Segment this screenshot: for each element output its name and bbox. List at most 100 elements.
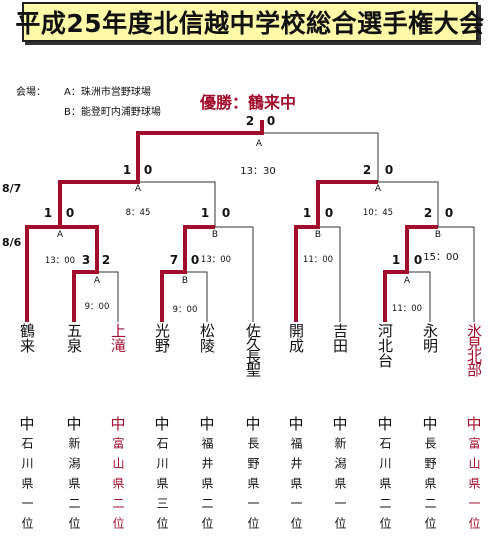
win-path-tsurugi bbox=[25, 120, 264, 322]
team-rank: 一位 bbox=[20, 497, 34, 537]
team-0: 鶴来 中 石川県 一位 bbox=[16, 323, 38, 537]
team-rank: 二位 bbox=[423, 497, 437, 537]
time-qf2: 13：00 bbox=[200, 255, 232, 265]
team-suffix: 中 bbox=[245, 415, 261, 433]
team-name: 佐久長聖 bbox=[244, 323, 262, 375]
team-name: 河北台 bbox=[376, 323, 394, 368]
team-name: 松陵 bbox=[198, 323, 216, 353]
score-r1a-right: 2 bbox=[101, 253, 111, 267]
ground-qf3: B bbox=[314, 230, 322, 240]
score-qf4-left: 2 bbox=[423, 206, 433, 220]
score-qf4-right: 0 bbox=[444, 206, 454, 220]
team-name: 開成 bbox=[287, 323, 305, 353]
line-qf4-right bbox=[438, 226, 475, 322]
win-path-kahokudai bbox=[383, 225, 438, 322]
team-suffix: 中 bbox=[288, 415, 304, 433]
time-sf-left: 8：45 bbox=[125, 208, 151, 218]
score-sf-right-left: 2 bbox=[362, 163, 372, 177]
win-path-kaisei bbox=[294, 180, 378, 322]
team-2: 上滝 中 富山県 二位 bbox=[107, 323, 129, 537]
score-r1b-right: 0 bbox=[190, 253, 200, 267]
team-10: 氷見北部 中 富山県 一位 bbox=[463, 323, 485, 537]
line-r1c-right bbox=[407, 271, 431, 322]
time-r1a: 9：00 bbox=[84, 302, 110, 312]
line-r1b-right bbox=[185, 271, 208, 322]
team-name: 永明 bbox=[421, 323, 439, 353]
team-name: 吉田 bbox=[331, 323, 349, 353]
team-rank: 二位 bbox=[200, 497, 214, 537]
ground-r1c: A bbox=[403, 276, 411, 286]
score-r1c-left: 1 bbox=[391, 253, 401, 267]
team-pref: 福井県 bbox=[200, 437, 214, 497]
team-pref: 長野県 bbox=[423, 437, 437, 497]
team-suffix: 中 bbox=[422, 415, 438, 433]
line-r1a-right bbox=[97, 271, 119, 322]
line-sf-left-right bbox=[138, 181, 216, 227]
team-pref: 富山県 bbox=[111, 437, 125, 497]
date-aug6: 8/6 bbox=[2, 236, 22, 249]
team-rank: 二位 bbox=[378, 497, 392, 537]
team-suffix: 中 bbox=[377, 415, 393, 433]
line-qf3-right bbox=[318, 226, 341, 322]
date-aug7: 8/7 bbox=[2, 182, 22, 195]
score-final-right: 0 bbox=[266, 114, 276, 128]
team-rank: 三位 bbox=[155, 497, 169, 537]
score-qf3-right: 0 bbox=[324, 206, 334, 220]
bracket-lines bbox=[25, 120, 475, 322]
team-name: 鶴来 bbox=[18, 323, 36, 353]
team-rank: 一位 bbox=[246, 497, 260, 537]
time-r1b: 9：00 bbox=[172, 305, 198, 315]
team-rank: 二位 bbox=[67, 497, 81, 537]
score-sf-left-right: 0 bbox=[143, 163, 153, 177]
score-qf1-right: 0 bbox=[65, 206, 75, 220]
team-4: 松陵 中 福井県 二位 bbox=[196, 323, 218, 537]
score-sf-left-left: 1 bbox=[122, 163, 132, 177]
score-qf2-right: 0 bbox=[221, 206, 231, 220]
team-pref: 長野県 bbox=[246, 437, 260, 497]
team-suffix: 中 bbox=[199, 415, 215, 433]
win-path-gosen bbox=[60, 225, 99, 322]
team-pref: 新潟県 bbox=[67, 437, 81, 497]
time-qf3: 11：00 bbox=[302, 255, 334, 265]
time-qf4: 15：00 bbox=[423, 252, 459, 263]
team-pref: 石川県 bbox=[20, 437, 34, 497]
title-banner: 平成25年度北信越中学校総合選手権大会 bbox=[15, 2, 484, 42]
team-suffix: 中 bbox=[110, 415, 126, 433]
win-path-kono bbox=[160, 225, 215, 322]
score-r1a-left: 3 bbox=[81, 253, 91, 267]
score-final-left: 2 bbox=[245, 114, 255, 128]
venue-a: A：珠洲市営野球場 bbox=[64, 87, 151, 98]
team-9: 永明 中 長野県 二位 bbox=[419, 323, 441, 537]
team-rank: 一位 bbox=[467, 497, 481, 537]
time-r1c: 11：00 bbox=[391, 304, 423, 314]
team-suffix: 中 bbox=[66, 415, 82, 433]
time-final: 13：30 bbox=[240, 166, 276, 177]
team-rank: 二位 bbox=[111, 497, 125, 537]
line-qf2-right bbox=[215, 226, 254, 322]
team-6: 開成 中 福井県 一位 bbox=[285, 323, 307, 537]
team-suffix: 中 bbox=[19, 415, 35, 433]
team-pref: 福井県 bbox=[289, 437, 303, 497]
line-final-right bbox=[262, 132, 379, 182]
ground-r1b: B bbox=[181, 276, 189, 286]
team-name: 五泉 bbox=[65, 323, 83, 353]
score-r1b-left: 7 bbox=[169, 253, 179, 267]
team-pref: 富山県 bbox=[467, 437, 481, 497]
score-qf1-left: 1 bbox=[43, 206, 53, 220]
team-suffix: 中 bbox=[466, 415, 482, 433]
score-r1c-right: 0 bbox=[413, 253, 423, 267]
score-sf-right-right: 0 bbox=[384, 163, 394, 177]
team-7: 吉田 中 新潟県 一位 bbox=[329, 323, 351, 537]
ground-qf1: A bbox=[56, 230, 64, 240]
team-8: 河北台 中 石川県 二位 bbox=[374, 323, 396, 537]
time-sf-right: 10：45 bbox=[362, 208, 394, 218]
team-pref: 石川県 bbox=[155, 437, 169, 497]
team-suffix: 中 bbox=[154, 415, 170, 433]
team-name: 上滝 bbox=[109, 323, 127, 353]
team-3: 光野 中 石川県 三位 bbox=[151, 323, 173, 537]
ground-qf2: B bbox=[211, 230, 219, 240]
score-qf3-left: 1 bbox=[302, 206, 312, 220]
venue-b: B：能登町内浦野球場 bbox=[64, 107, 161, 118]
winner-label: 優勝：鶴来中 bbox=[200, 93, 297, 112]
team-suffix: 中 bbox=[332, 415, 348, 433]
